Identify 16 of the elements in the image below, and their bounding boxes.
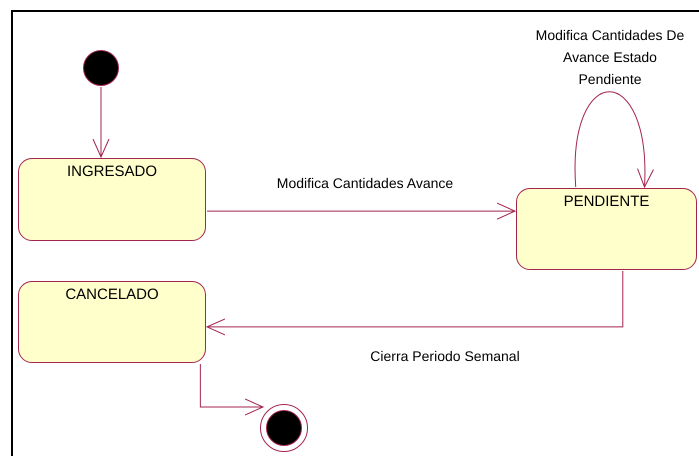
transition-arrow — [200, 364, 264, 416]
initial-state — [83, 50, 119, 86]
state-box — [516, 188, 697, 270]
final-state — [260, 404, 308, 452]
edge-label: Cierra Periodo Semanal — [369, 347, 521, 366]
transition-arrow — [92, 86, 110, 158]
transition-arrow — [206, 270, 624, 336]
state-name: CANCELADO — [65, 285, 159, 305]
edge-label: Modifica Cantidades Avance — [276, 174, 454, 193]
transition-arrow — [206, 202, 516, 220]
state-box — [18, 158, 206, 241]
edge-label: Modifica Cantidades De Avance Estado Pendiente — [534, 26, 686, 89]
transition-arrow — [574, 91, 653, 188]
state-name: INGRESADO — [66, 162, 157, 182]
state-box — [18, 281, 206, 363]
state-name: PENDIENTE — [564, 192, 650, 212]
